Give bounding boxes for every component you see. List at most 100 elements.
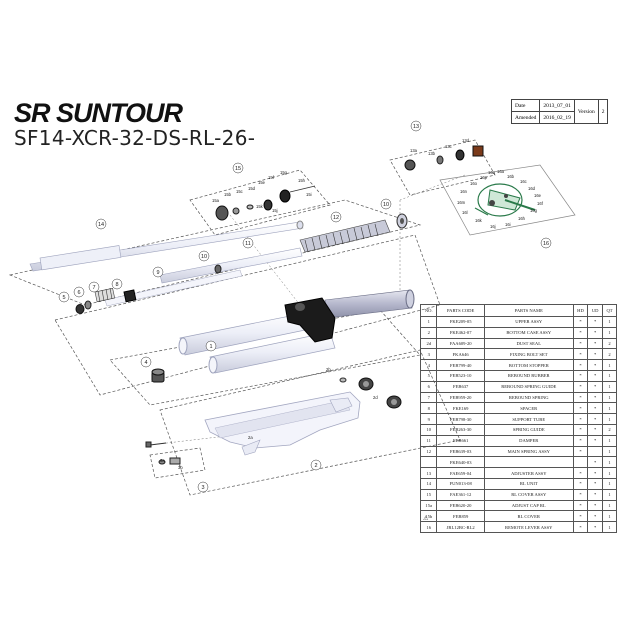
table-cell: 7 xyxy=(419,391,438,404)
table-cell: * xyxy=(587,423,604,436)
table-cell: FEB798-30 xyxy=(436,413,485,425)
svg-text:16m: 16m xyxy=(457,200,466,205)
callout-6: 6 xyxy=(73,286,85,298)
rebound-spring xyxy=(94,287,116,303)
table-cell: 1 xyxy=(602,456,617,469)
table-cell: FEB523-10 xyxy=(436,369,485,382)
svg-text:14: 14 xyxy=(98,222,104,228)
svg-text:13a: 13a xyxy=(410,148,418,153)
revision-table: Date 2013_07_01 Version 2 Amended 2016_0… xyxy=(510,99,609,124)
table-cell: 2 xyxy=(602,423,617,436)
table-cell: 1 xyxy=(602,488,617,501)
svg-text:16: 16 xyxy=(543,241,549,247)
table-cell: 1 xyxy=(602,499,617,512)
svg-text:16a: 16a xyxy=(497,169,505,174)
table-cell: 13 xyxy=(419,467,438,479)
col-parts-code: PARTS CODE xyxy=(436,304,485,317)
table-cell: DAMPER xyxy=(483,434,574,447)
table-cell: BOTTOM CASE ASSY xyxy=(483,326,574,339)
rl-unit-rod xyxy=(29,220,304,272)
svg-text:16l: 16l xyxy=(462,210,468,215)
table-cell: RL COVER xyxy=(483,510,574,523)
table-cell: * xyxy=(587,391,604,404)
svg-text:10: 10 xyxy=(383,202,389,208)
svg-text:2: 2 xyxy=(314,463,317,469)
damper-rod xyxy=(159,247,303,284)
table-cell: * xyxy=(587,434,604,447)
callout-15: 15 xyxy=(232,162,244,174)
table-cell: * xyxy=(572,369,589,382)
rebound-rubber xyxy=(75,304,85,314)
svg-text:13d: 13d xyxy=(462,138,470,143)
rl-cover-parts xyxy=(215,185,316,221)
svg-text:15i: 15i xyxy=(306,192,312,197)
callout-5: 5 xyxy=(58,291,70,303)
callout-13: 13 xyxy=(410,120,422,132)
col-ud: UD xyxy=(587,304,604,317)
svg-text:15f: 15f xyxy=(268,175,275,180)
table-cell: 2 xyxy=(602,348,617,361)
svg-text:16p: 16p xyxy=(480,175,488,180)
table-cell: ADJUST CAP RL xyxy=(483,499,574,512)
table-cell: 1 xyxy=(602,359,617,371)
table-cell: 1 xyxy=(602,326,617,339)
table-cell xyxy=(483,456,574,469)
table-cell: REBOUND RUBBER xyxy=(483,369,574,382)
svg-text:3: 3 xyxy=(201,485,204,491)
table-cell: FEB661 xyxy=(436,434,485,447)
table-cell: FKA646 xyxy=(436,348,485,361)
table-cell: 12 xyxy=(419,445,438,458)
table-cell: FKE209-05 xyxy=(436,316,485,328)
table-cell: * xyxy=(572,391,589,404)
table-cell: SPRING GUIDE xyxy=(483,423,574,436)
table-cell: REBOUND SPRING GUIDE xyxy=(483,380,574,393)
callout-8: 8 xyxy=(111,278,123,290)
support-tube xyxy=(104,269,243,307)
svg-text:10: 10 xyxy=(201,254,207,260)
table-cell: JRL12BC-RL2 xyxy=(436,521,485,533)
svg-text:11: 11 xyxy=(245,241,251,247)
table-cell: FEB620-20 xyxy=(436,499,485,512)
main-spring xyxy=(299,219,391,253)
table-cell: * xyxy=(572,348,589,361)
table-cell: FAA609-20 xyxy=(436,337,485,350)
svg-text:16e: 16e xyxy=(534,193,542,198)
svg-text:2a: 2a xyxy=(248,435,253,440)
callout-3: 3 xyxy=(197,481,209,493)
table-cell: 4 xyxy=(419,359,438,371)
svg-text:3a: 3a xyxy=(160,458,165,463)
svg-text:16g: 16g xyxy=(530,208,538,213)
fixing-bolt-set xyxy=(145,441,181,465)
table-cell: RL UNIT xyxy=(483,477,574,490)
col-parts-name: PARTS NAME xyxy=(483,304,574,317)
model-title: SF14-XCR-32-DS-RL-26- xyxy=(14,126,256,150)
table-cell: * xyxy=(587,369,604,382)
amended-label: Amended xyxy=(510,111,541,124)
table-cell: 3 xyxy=(419,348,438,361)
svg-text:15: 15 xyxy=(235,166,241,172)
table-cell: * xyxy=(587,413,604,425)
table-cell: 2 xyxy=(602,337,617,350)
svg-text:1: 1 xyxy=(209,344,212,350)
frame-fixing-bolt xyxy=(149,447,206,479)
lower-seals xyxy=(339,377,402,409)
table-cell: 16 xyxy=(419,521,438,533)
table-cell: MAIN SPRING ASSY xyxy=(483,445,574,458)
svg-text:12: 12 xyxy=(333,215,339,221)
table-cell: * xyxy=(587,499,604,512)
table-cell: FEB639-03 xyxy=(436,445,485,458)
table-cell: * xyxy=(587,326,604,339)
table-cell xyxy=(419,456,438,469)
svg-text:13b: 13b xyxy=(428,151,436,156)
table-cell: FEB799-40 xyxy=(436,359,485,371)
svg-text:15g: 15g xyxy=(280,170,288,175)
